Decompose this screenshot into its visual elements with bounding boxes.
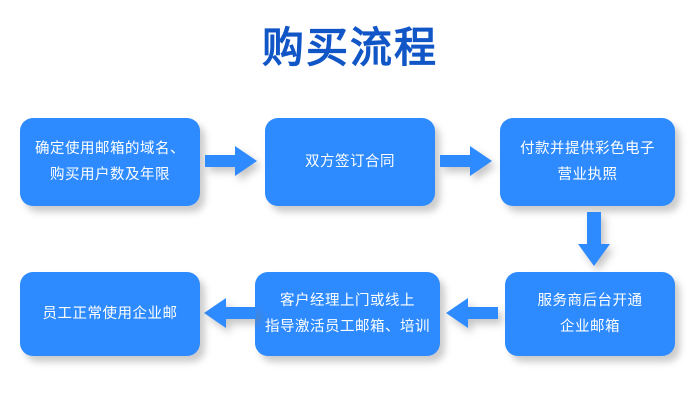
flow-node-line: 员工正常使用企业邮 <box>42 306 178 322</box>
flow-node-sign-contract[interactable]: 双方签订合同 <box>265 118 435 206</box>
arrow-right-icon <box>440 146 492 176</box>
flow-node-define-domain[interactable]: 确定使用邮箱的域名、 购买用户数及年限 <box>20 118 200 206</box>
arrow-left-icon <box>204 298 256 328</box>
arrow-down-icon <box>578 212 610 266</box>
flow-node-line: 双方签订合同 <box>305 154 395 170</box>
flow-node-line: 企业邮箱 <box>560 319 620 335</box>
flow-node-provider-activation[interactable]: 服务商后台开通 企业邮箱 <box>505 272 675 356</box>
arrow-right-icon <box>205 146 257 176</box>
flow-node-line: 购买用户数及年限 <box>50 167 170 183</box>
flow-node-line: 服务商后台开通 <box>537 293 643 309</box>
flow-node-line: 确定使用邮箱的域名、 <box>35 141 185 157</box>
flow-node-line: 指导激活员工邮箱、培训 <box>265 319 430 335</box>
flow-node-line: 营业执照 <box>557 167 618 183</box>
flow-node-manager-training[interactable]: 客户经理上门或线上 指导激活员工邮箱、培训 <box>255 272 440 356</box>
flow-node-employee-usage[interactable]: 员工正常使用企业邮 <box>20 272 200 356</box>
page-title: 购买流程 <box>261 23 438 72</box>
arrow-left-icon <box>446 298 498 328</box>
flow-node-payment-license[interactable]: 付款并提供彩色电子 营业执照 <box>500 118 675 206</box>
flow-node-line: 付款并提供彩色电子 <box>520 141 655 157</box>
flow-node-line: 客户经理上门或线上 <box>280 293 415 309</box>
